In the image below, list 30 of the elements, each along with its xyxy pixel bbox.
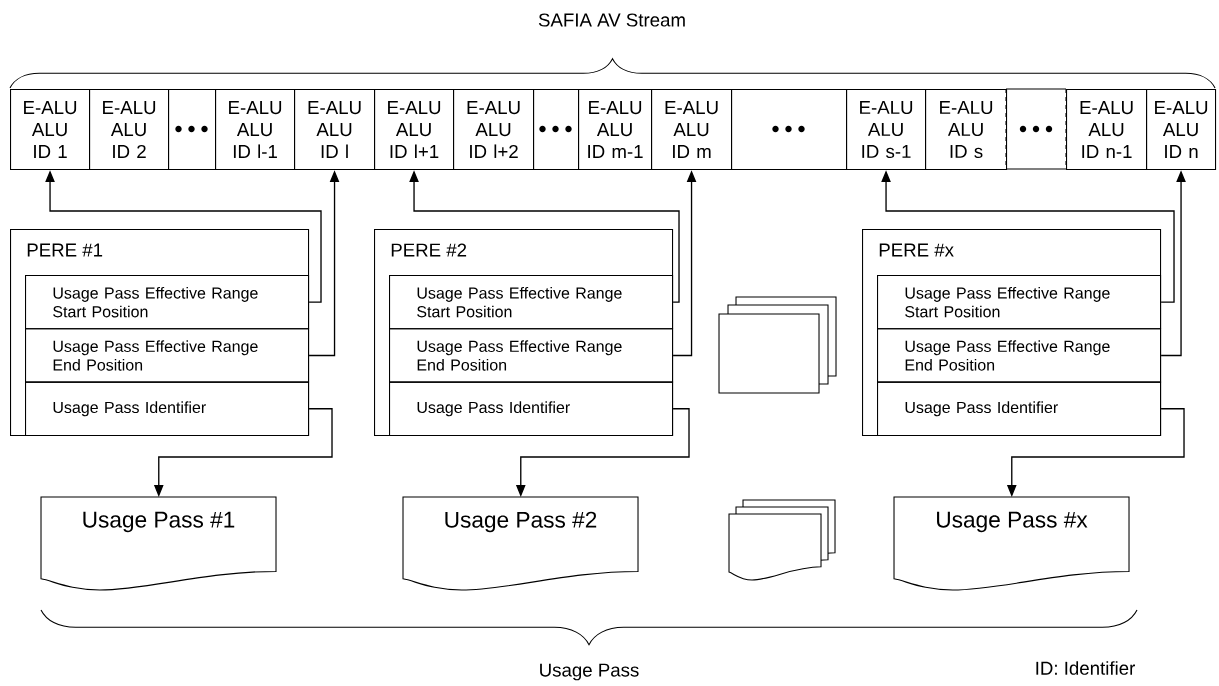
stream-cell: E-ALU ALU ID m (651, 89, 733, 171)
stacked-boxes-icon (718, 296, 837, 394)
label-text: SAFIA AV Stream (538, 13, 685, 27)
field-box: Usage Pass Effective Range End Position (25, 328, 310, 383)
label-text: ID: Identifier (1036, 661, 1135, 675)
stacked-documents-icon (728, 499, 836, 581)
stream-cell: E-ALU ALU ID l-1 (215, 89, 296, 171)
label-text: Usage Pass (540, 663, 639, 681)
stream-cell: E-ALU ALU ID l (294, 89, 376, 171)
ellipsis-cell (731, 89, 848, 171)
field-box: Usage Pass Identifier (877, 381, 1162, 436)
field-box: Usage Pass Effective Range End Position (389, 328, 674, 383)
stream-cell: E-ALU ALU ID m-1 (578, 89, 653, 171)
ellipsis-cell (533, 89, 580, 171)
field-box: Usage Pass Effective Range Start Position (877, 275, 1162, 330)
field-box: Usage Pass Effective Range End Position (877, 328, 1162, 383)
ellipsis-cell (168, 89, 217, 171)
field-box: Usage Pass Identifier (25, 381, 310, 436)
stream-cell: E-ALU ALU ID 2 (89, 89, 170, 171)
ellipsis-cell (1005, 88, 1067, 170)
stream-cell: E-ALU ALU ID 1 (10, 89, 91, 171)
stream-cell: E-ALU ALU ID l+2 (453, 89, 535, 171)
stream-cell: E-ALU ALU ID s-1 (846, 89, 927, 171)
stream-cell: E-ALU ALU ID n-1 (1066, 89, 1148, 171)
field-box: Usage Pass Effective Range Start Position (389, 275, 674, 330)
stream-cell: E-ALU ALU ID n (1146, 89, 1217, 171)
stream-cell: E-ALU ALU ID s (925, 89, 1008, 171)
field-box: Usage Pass Effective Range Start Position (25, 275, 310, 330)
stream-cell: E-ALU ALU ID l+1 (374, 89, 455, 171)
field-box: Usage Pass Identifier (389, 381, 674, 436)
